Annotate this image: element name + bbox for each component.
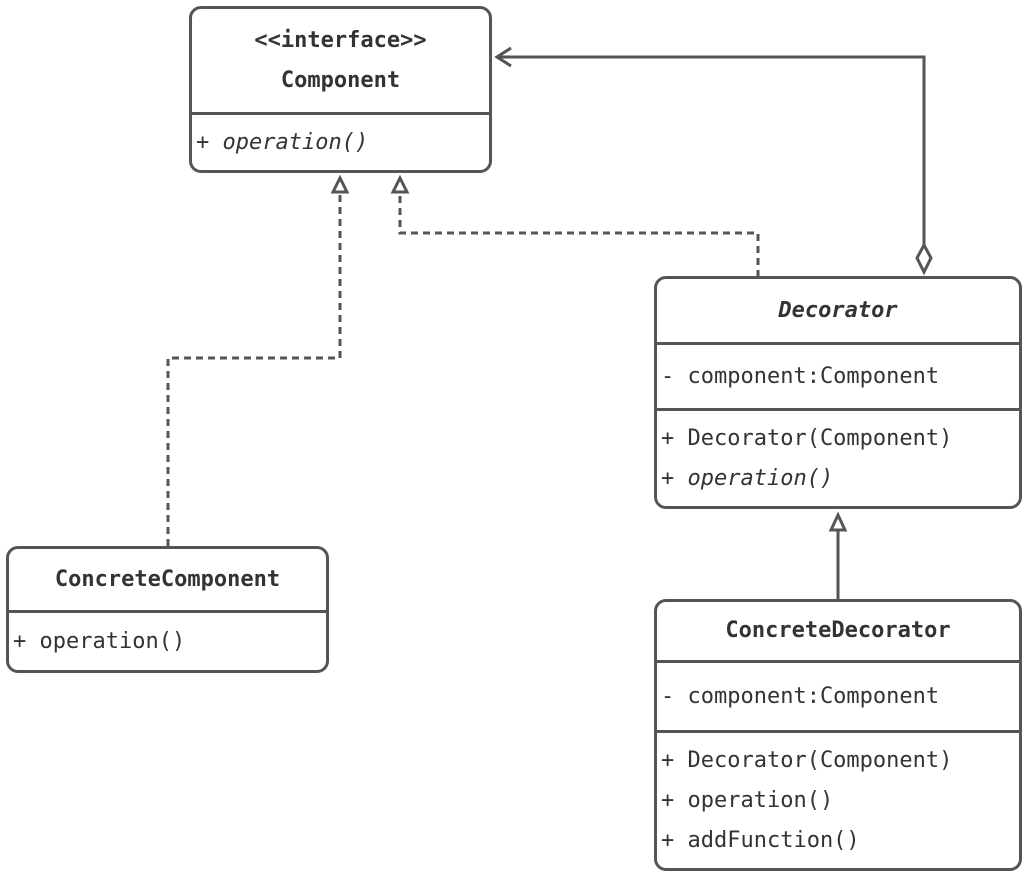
aggregation-line [497, 55, 926, 245]
concrete-decorator-methods: + Decorator(Component) + operation() + a… [657, 730, 1019, 868]
component-interface-box[interactable]: <<interface>> Component + operation() [189, 6, 492, 173]
component-stereotype: <<interface>> [254, 27, 427, 53]
component-name: Component [280, 67, 401, 93]
decorator-method-operation: + operation() [661, 465, 834, 491]
decorator-class-box[interactable]: Decorator - component:Component + Decora… [654, 276, 1022, 509]
concrete-decorator-field-component: - component:Component [661, 683, 940, 709]
realization-arrowhead-decorator [390, 174, 410, 194]
decorator-methods: + Decorator(Component) + operation() [657, 408, 1019, 506]
concrete-decorator-method-add-function: + addFunction() [661, 827, 860, 853]
concrete-decorator-header: ConcreteDecorator [657, 602, 1019, 660]
concrete-component-method-operation: + operation() [13, 628, 186, 654]
concrete-component-header: ConcreteComponent [9, 549, 326, 610]
realization-line-decorator [398, 192, 760, 277]
concrete-decorator-class-box[interactable]: ConcreteDecorator - component:Component … [654, 599, 1022, 871]
component-methods: + operation() [192, 112, 489, 170]
concrete-decorator-method-operation: + operation() [661, 787, 834, 813]
component-method-operation: + operation() [196, 129, 369, 155]
concrete-decorator-name: ConcreteDecorator [725, 618, 951, 643]
decorator-method-constructor: + Decorator(Component) [661, 425, 953, 451]
inheritance-arrowhead [828, 511, 848, 532]
concrete-decorator-fields: - component:Component [657, 660, 1019, 730]
concrete-decorator-method-constructor: + Decorator(Component) [661, 747, 953, 773]
decorator-fields: - component:Component [657, 342, 1019, 408]
decorator-field-component: - component:Component [661, 363, 940, 389]
aggregation-arrowhead [494, 46, 512, 68]
decorator-name: Decorator [778, 297, 898, 323]
concrete-component-methods: + operation() [9, 610, 326, 670]
realization-line-concrete-component [166, 192, 342, 546]
aggregation-diamond [915, 241, 933, 276]
concrete-component-class-box[interactable]: ConcreteComponent + operation() [6, 546, 329, 673]
component-header: <<interface>> Component [192, 9, 489, 112]
decorator-header: Decorator [657, 279, 1019, 342]
concrete-component-name: ConcreteComponent [54, 566, 281, 592]
realization-arrowhead-concrete-component [330, 174, 350, 194]
